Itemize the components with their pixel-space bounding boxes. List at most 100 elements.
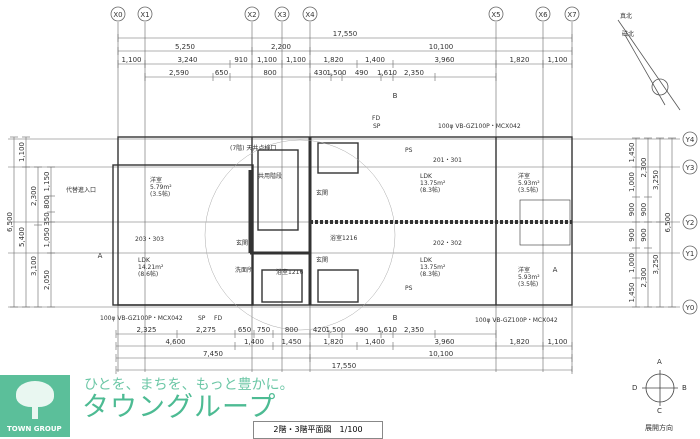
grid-axis-label: X4 bbox=[305, 11, 315, 19]
room-tatami: (3.5帖) bbox=[150, 190, 170, 198]
true-north-label: 真北 bbox=[620, 12, 632, 20]
dimension-label: 2,300 bbox=[640, 157, 648, 177]
dimension-label: 1,400 bbox=[365, 56, 385, 64]
grid-axis-label: X0 bbox=[113, 11, 122, 19]
dimension-label: 900 bbox=[640, 228, 648, 241]
dimension-label: 1,100 bbox=[286, 56, 306, 64]
compass-caption: 展開方向 bbox=[645, 424, 673, 432]
room-tatami: (8.3帖) bbox=[420, 186, 440, 194]
dimension-label: 1,100 bbox=[547, 338, 567, 346]
town-group-logo: TOWN GROUP bbox=[0, 375, 70, 437]
compass-d: D bbox=[632, 384, 638, 392]
room-tatami: (8.3帖) bbox=[420, 270, 440, 278]
dimension-label: 2,300 bbox=[640, 267, 648, 287]
label-washroom: 洗面所 bbox=[235, 266, 253, 274]
grid-axis-label: X7 bbox=[567, 11, 576, 19]
label-hatch: (7階) 天井点検口 bbox=[230, 144, 276, 152]
dimension-label: 650 bbox=[215, 69, 228, 77]
label-entrance: 玄関 bbox=[316, 256, 328, 264]
dimension-label: 2,275 bbox=[196, 326, 216, 334]
north-arrow bbox=[617, 19, 681, 111]
grid-axis-marker bbox=[682, 214, 698, 230]
dimension-label: 3,960 bbox=[434, 56, 454, 64]
dimension-label: 1,610 bbox=[377, 69, 397, 77]
dimension-label: 2,350 bbox=[404, 69, 424, 77]
compass-c: C bbox=[657, 407, 662, 415]
dimension-label: 1,000 bbox=[628, 253, 636, 273]
unit-number: 201・301 bbox=[433, 157, 462, 164]
dimension-label: 2,200 bbox=[271, 43, 291, 51]
grid-axis-label: X2 bbox=[247, 11, 256, 19]
room-area: 13.75m² bbox=[420, 264, 446, 271]
dimension-label: 2,590 bbox=[169, 69, 189, 77]
compass-a: A bbox=[657, 358, 662, 366]
dimension-label: 1,450 bbox=[628, 142, 636, 162]
dimension-label: 1,820 bbox=[323, 338, 343, 346]
pipe-spec: 100φ VB-GZ100P・MCX042 bbox=[475, 317, 558, 324]
dimension-label: 1,150 bbox=[43, 171, 51, 191]
dimension-label: 17,550 bbox=[332, 362, 357, 370]
dimension-label: 350 bbox=[43, 212, 51, 225]
dimension-label: 900 bbox=[628, 203, 636, 216]
room-name: LDK bbox=[138, 257, 151, 264]
dimension-label: 3,250 bbox=[652, 170, 660, 190]
fd-label: FD bbox=[372, 115, 380, 122]
grid-axis-label: X1 bbox=[140, 11, 149, 19]
grid-axis-label: X6 bbox=[538, 11, 548, 19]
grid-axis-marker bbox=[488, 6, 504, 22]
dimension-label: 5,250 bbox=[175, 43, 195, 51]
room-area: 14.21m² bbox=[138, 264, 164, 271]
logo-en: TOWN GROUP bbox=[7, 425, 62, 433]
dimension-label: 2,050 bbox=[43, 270, 51, 290]
label-entrance: 玄関 bbox=[316, 189, 328, 197]
grid-axis-label: Y0 bbox=[685, 304, 695, 312]
sp-label: SP bbox=[373, 123, 381, 130]
dimension-label: 2,325 bbox=[136, 326, 156, 334]
dimension-label: 6,500 bbox=[664, 212, 672, 232]
dimension-label: 17,550 bbox=[333, 30, 358, 38]
room-area: 5.93m² bbox=[518, 180, 540, 187]
grid-axis-marker bbox=[682, 131, 698, 147]
room-area: 5.79m² bbox=[150, 184, 172, 191]
dimension-label: 1,500 bbox=[325, 326, 345, 334]
section-marker-a: A bbox=[98, 252, 103, 260]
elevation-compass bbox=[642, 370, 678, 406]
grid-axis-marker bbox=[535, 6, 551, 22]
drawing-title: 2階・3階平面図 1/100 bbox=[253, 421, 383, 439]
section-marker-b: B bbox=[393, 314, 398, 322]
room-name: 洋室 bbox=[150, 176, 162, 184]
dimension-label: 800 bbox=[263, 69, 276, 77]
grid-axis-marker bbox=[302, 6, 318, 22]
tree-icon bbox=[16, 381, 54, 407]
room-tatami: (3.5帖) bbox=[518, 280, 538, 288]
dimension-label: 5,400 bbox=[18, 227, 26, 247]
dimension-label: 2,300 bbox=[30, 186, 38, 206]
dimension-label: 900 bbox=[640, 203, 648, 216]
dimension-label: 1,610 bbox=[377, 326, 397, 334]
dimension-label: 4,600 bbox=[165, 338, 185, 346]
dimension-label: 800 bbox=[285, 326, 298, 334]
grid-axis-label: X3 bbox=[277, 11, 286, 19]
dimension-label: 10,100 bbox=[429, 43, 454, 51]
label-bath: 浴室1216 bbox=[276, 268, 303, 276]
dimension-label: 1,820 bbox=[323, 56, 343, 64]
room-name: 洋室 bbox=[518, 172, 530, 180]
label-entrance: 玄関 bbox=[236, 239, 248, 247]
section-marker-a: A bbox=[553, 266, 558, 274]
dimension-label: 1,400 bbox=[244, 338, 264, 346]
grid-axis-marker bbox=[682, 245, 698, 261]
pipe-spec: 100φ VB-GZ100P・MCX042 bbox=[438, 123, 521, 130]
unit-number: 203・303 bbox=[135, 236, 164, 243]
room-tatami: (8.6帖) bbox=[138, 270, 158, 278]
grid-axis-label: Y2 bbox=[685, 219, 695, 227]
dimension-label: 1,400 bbox=[365, 338, 385, 346]
dimension-label: 430 bbox=[314, 69, 327, 77]
room-area: 5.93m² bbox=[518, 274, 540, 281]
grid-axis-label: Y4 bbox=[685, 136, 695, 144]
dimension-label: 800 bbox=[43, 195, 51, 208]
dimension-label: 1,450 bbox=[281, 338, 301, 346]
section-marker-b: B bbox=[393, 92, 398, 100]
dimension-label: 1,050 bbox=[43, 227, 51, 247]
dimension-label: 1,500 bbox=[326, 69, 346, 77]
